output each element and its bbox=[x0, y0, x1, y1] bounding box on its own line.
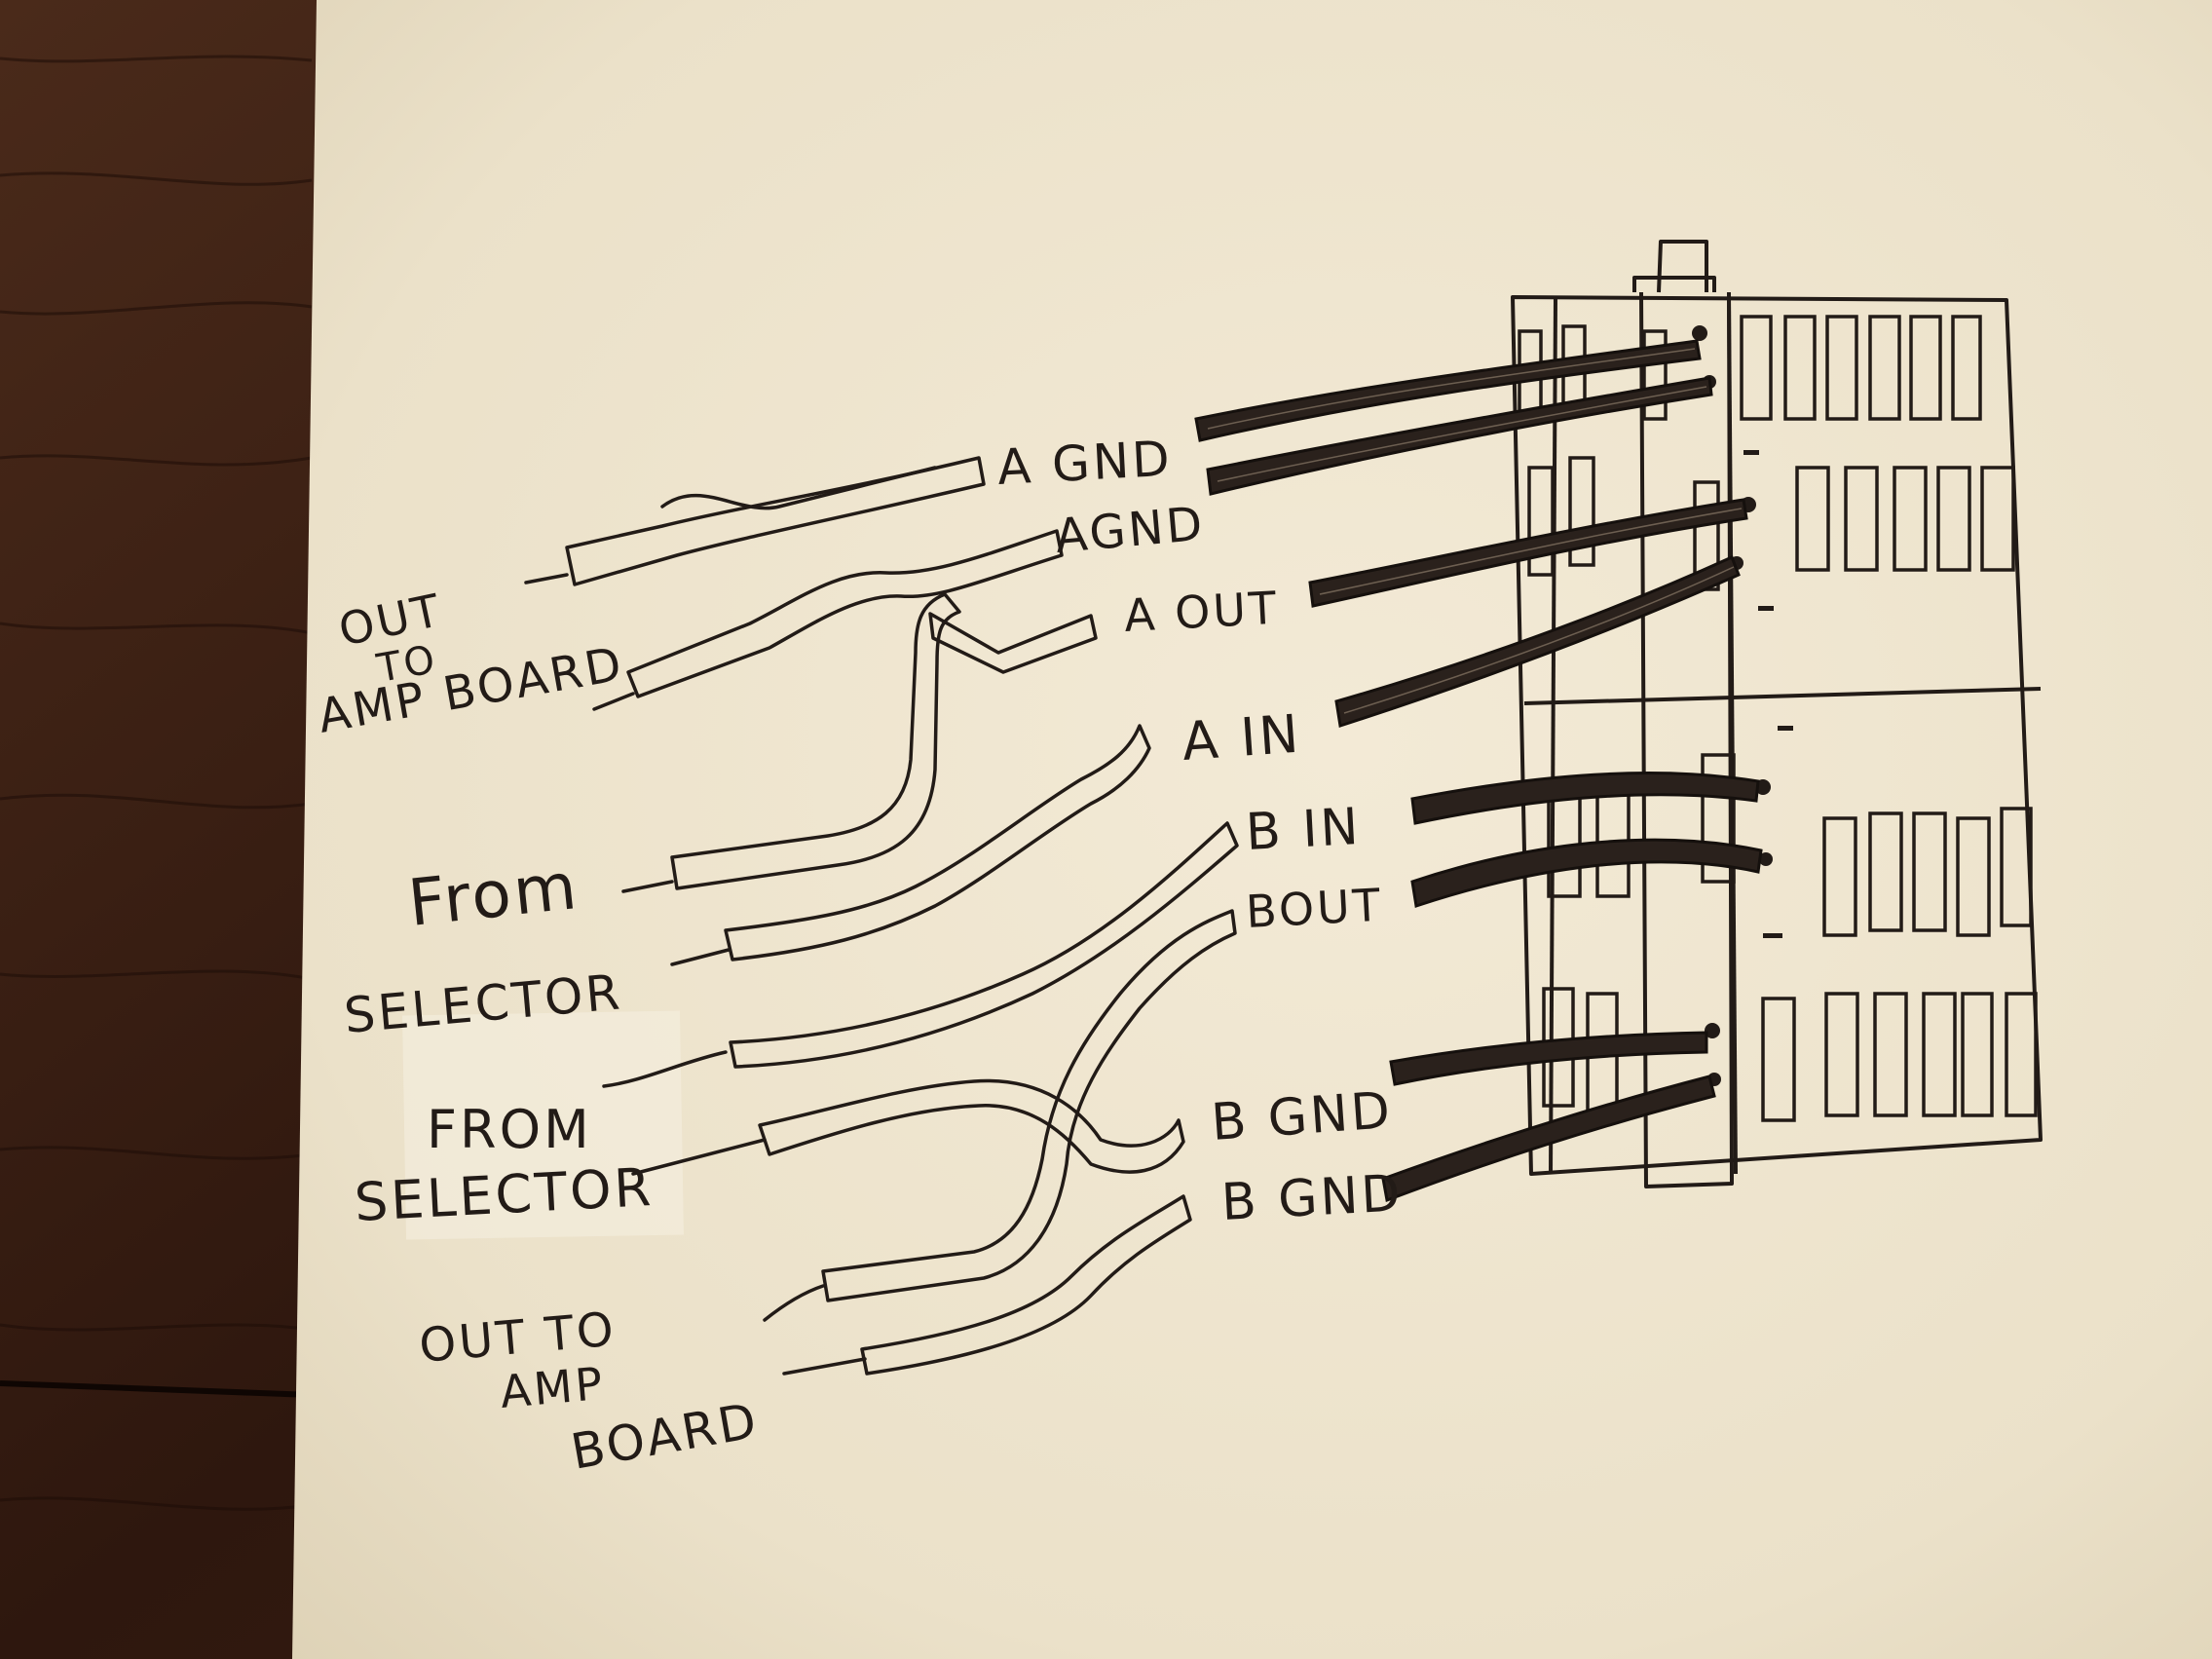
terminal-a-gnd-2: AGND bbox=[1053, 497, 1207, 564]
wire-a-out bbox=[1308, 498, 1748, 608]
terminal-a-in: A IN bbox=[1181, 703, 1304, 773]
cable-out-to-amp-b-2 bbox=[860, 1194, 1192, 1376]
wire-a-gnd-2 bbox=[1206, 376, 1713, 496]
label-out-to-amp-bottom-2: AMP bbox=[498, 1357, 607, 1418]
switch-tab bbox=[1657, 240, 1708, 293]
terminal-b-in: B IN bbox=[1245, 798, 1363, 862]
cable-from-selector-a-1 bbox=[670, 592, 961, 890]
board-column-3 bbox=[1727, 296, 1738, 1175]
wire-striations bbox=[1207, 348, 1743, 714]
terminal-a-gnd-1: A GND bbox=[996, 431, 1175, 496]
cable-b-out bbox=[758, 1078, 1185, 1174]
terminal-b-gnd-2: B GND bbox=[1220, 1164, 1405, 1232]
cable-from-selector-a-2 bbox=[724, 724, 1151, 961]
board-column-1 bbox=[1549, 296, 1557, 1175]
board-outline bbox=[1511, 295, 2043, 1176]
cable-out-to-amp-b-1 bbox=[821, 909, 1237, 1302]
wire-b-gnd-1 bbox=[1389, 1031, 1708, 1086]
terminal-b-out: BOUT bbox=[1245, 879, 1384, 938]
terminal-labels: A GND AGND A OUT A IN B IN BOUT B GND B … bbox=[996, 431, 1405, 1232]
cable-a-out bbox=[928, 612, 1098, 674]
tape-patch bbox=[402, 1010, 684, 1240]
shielded-cables bbox=[524, 456, 1239, 1376]
circuit-board bbox=[1511, 240, 2043, 1188]
cable-a-gnd-2 bbox=[626, 529, 1064, 698]
label-from-selector-b-1: FROM bbox=[427, 1099, 592, 1160]
label-out-to-amp-top-2: TO bbox=[373, 637, 441, 692]
cable-a-gnd-1 bbox=[565, 456, 986, 586]
wood-seam bbox=[0, 1380, 313, 1398]
terminal-b-gnd-1: B GND bbox=[1210, 1081, 1395, 1152]
cable-from-selector-b-1 bbox=[729, 821, 1239, 1069]
board-divider bbox=[1523, 687, 2042, 705]
wire-b-gnd-2 bbox=[1381, 1075, 1716, 1203]
wire-b-out bbox=[1410, 838, 1763, 908]
wood-grain bbox=[0, 55, 313, 1511]
switch-tab-inner bbox=[1632, 276, 1716, 292]
board-column-2 bbox=[1639, 291, 1734, 1188]
paper-sheet bbox=[292, 0, 2212, 1659]
wire-b-in bbox=[1410, 772, 1760, 825]
label-from-selector-a-1: From bbox=[405, 848, 583, 941]
terminal-a-out: A OUT bbox=[1123, 582, 1281, 642]
